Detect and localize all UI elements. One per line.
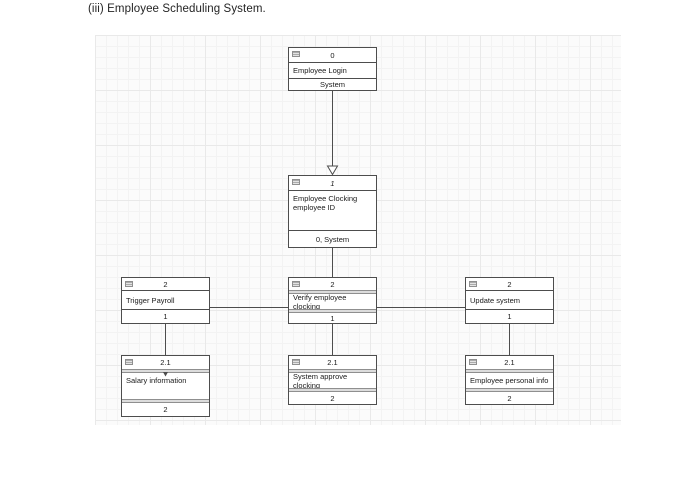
box-header: 2 [466,278,553,290]
box-footer: 1 [330,313,335,323]
diagram-box-system-approve-clocking[interactable]: 2.1 System approve clocking 2 [288,355,377,405]
box-marker-icon [292,281,300,287]
diagram-box-employee-personal-info[interactable]: 2.1 Employee personal info 2 [465,355,554,405]
box-footer: 2 [163,405,168,414]
box-footer: 0, System [289,230,376,247]
box-header: 2 [122,278,209,290]
box-marker-icon [292,51,300,57]
box-marker-icon [125,281,133,287]
box-marker-icon [469,281,477,287]
box-label: Employee personal info [470,376,549,385]
box-footer: 2 [330,393,335,403]
box-id: 0 [330,50,335,60]
separator-band [466,369,553,373]
box-label: System approve clocking [293,371,348,390]
box-id: 2 [330,279,335,289]
separator-band [289,290,376,294]
diagram-box-salary-information[interactable]: 2.1 Salary information 2 [121,355,210,417]
box-label: Trigger Payroll [122,290,209,309]
box-id: 2.1 [504,358,515,367]
box-marker-icon [125,359,133,365]
box-label: Update system [466,290,553,309]
box-id: 1 [330,178,335,188]
box-header: 2 [289,278,376,290]
diagram-canvas: 0 Employee Login System 1 Employee Clock… [95,35,621,425]
box-id: 2 [163,279,168,289]
box-footer: System [289,78,376,90]
box-marker-icon [292,179,300,185]
diagram-box-update-system[interactable]: 2 Update system 1 [465,277,554,324]
box-header: 0 [289,48,376,62]
box-footer: 1 [122,309,209,323]
page-title: (iii) Employee Scheduling System. [88,3,266,15]
diagram-box-trigger-payroll[interactable]: 2 Trigger Payroll 1 [121,277,210,324]
separator-band [289,369,376,373]
box-id: 2.1 [160,358,171,367]
diagram-box-employee-login[interactable]: 0 Employee Login System [288,47,377,91]
box-marker-icon [469,359,477,365]
box-id: 2.1 [327,358,338,367]
diagram-box-verify-employee-clocking[interactable]: 2 Verify employee clocking 1 [288,277,377,324]
box-label: Employee Login [289,62,376,78]
box-header: 2.1 [466,356,553,369]
box-footer: 2 [507,393,512,403]
separator-band [466,388,553,392]
box-marker-icon [292,359,300,365]
separator-band [122,399,209,403]
box-id: 2 [507,279,512,289]
diagram-box-employee-clocking[interactable]: 1 Employee Clocking employee ID 0, Syste… [288,175,377,248]
box-label: Employee Clocking employee ID [289,190,376,230]
box-label: Verify employee clocking [293,292,347,311]
box-label: Salary information [126,376,187,385]
separator-band [289,388,376,392]
box-header: 2.1 [122,356,209,369]
box-header: 2.1 [289,356,376,369]
box-footer: 1 [466,309,553,323]
box-header: 1 [289,176,376,190]
separator-band [289,309,376,313]
